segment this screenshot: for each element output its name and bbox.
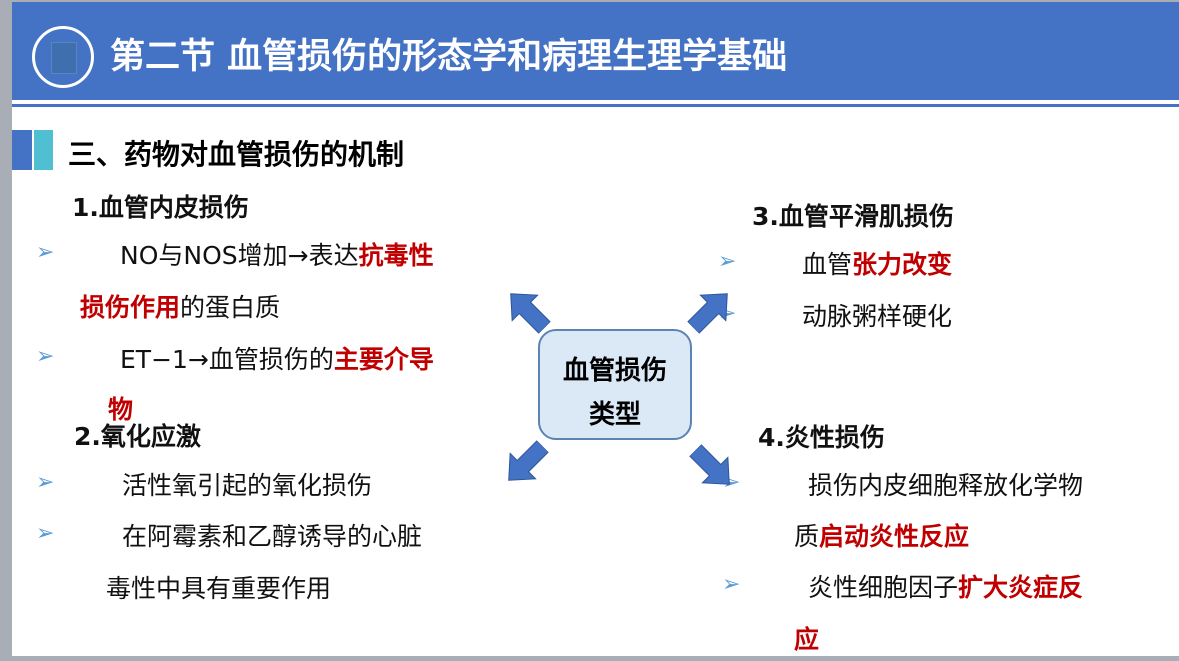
arrow-up-right-icon (686, 293, 728, 335)
window-edge (0, 656, 1179, 661)
bullet-icon: ➢ (36, 240, 55, 265)
list-item: 血管张力改变 (802, 250, 953, 279)
bullet-icon: ➢ (36, 521, 55, 546)
arrow-down-right-icon (688, 443, 730, 485)
group-heading-1: 1.血管内皮损伤 (72, 193, 249, 222)
arrow-down-left-icon (508, 439, 550, 481)
bullet-icon: ➢ (36, 344, 55, 369)
list-item: 在阿霉素和乙醇诱导的心脏 (122, 522, 423, 551)
list-item: 动脉粥样硬化 (802, 302, 953, 331)
arrow-up-left-icon (510, 293, 552, 335)
list-item: ET−1→血管损伤的主要介导 (120, 345, 434, 374)
list-item: 活性氧引起的氧化损伤 (122, 471, 373, 500)
section-marker (12, 130, 32, 170)
section-marker (34, 130, 53, 170)
list-item: 炎性细胞因子扩大炎症反 (808, 573, 1084, 602)
bullet-icon: ➢ (722, 572, 741, 597)
list-item-cont: 物 (108, 395, 134, 424)
slide-title: 第二节 血管损伤的形态学和病理生理学基础 (110, 37, 788, 77)
bullet-icon: ➢ (718, 249, 737, 274)
center-box: 血管损伤类型 (538, 329, 692, 440)
section-heading: 三、药物对血管损伤的机制 (68, 138, 405, 171)
list-item-cont: 毒性中具有重要作用 (106, 574, 332, 603)
group-heading-3: 3.血管平滑肌损伤 (752, 202, 954, 231)
divider (12, 104, 1179, 107)
group-heading-2: 2.氧化应激 (74, 422, 201, 451)
list-item-cont: 质启动炎性反应 (794, 522, 970, 551)
title-bar (12, 2, 1179, 100)
group-heading-4: 4.炎性损伤 (758, 423, 885, 452)
window-edge (0, 0, 1179, 2)
list-item: NO与NOS增加→表达抗毒性 (120, 241, 434, 270)
document-icon (32, 26, 94, 88)
list-item: 损伤内皮细胞释放化学物 (808, 471, 1084, 500)
window-edge (0, 0, 12, 661)
list-item-cont: 应 (794, 625, 820, 654)
bullet-icon: ➢ (36, 470, 55, 495)
list-item-cont: 损伤作用的蛋白质 (80, 293, 281, 322)
